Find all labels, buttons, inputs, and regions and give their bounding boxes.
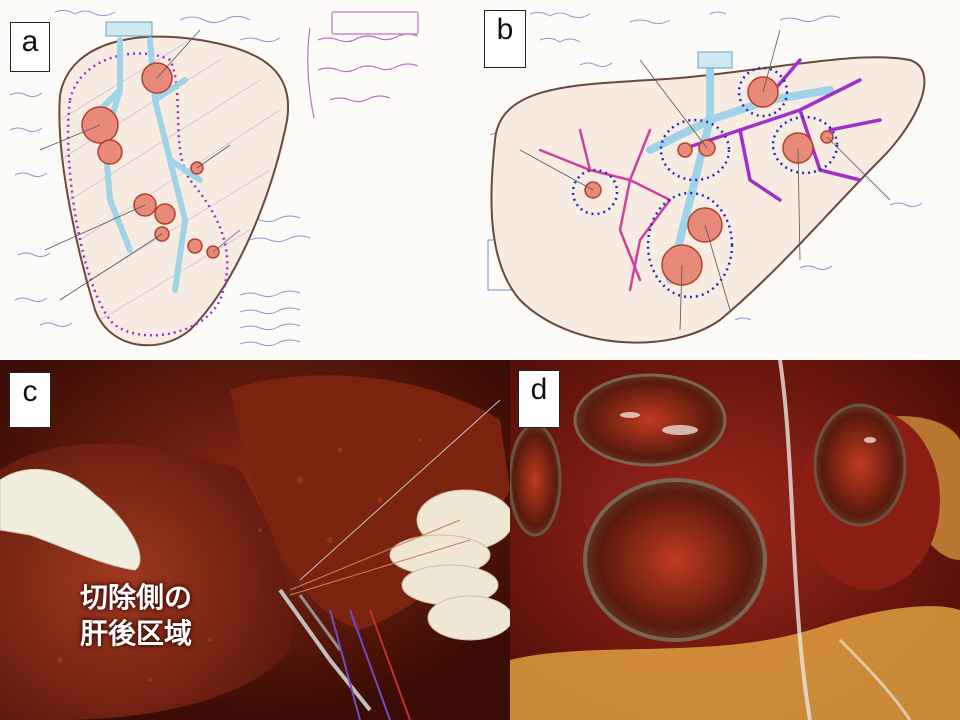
ivc-sketch-b <box>697 51 733 69</box>
dotted-outlines-b <box>571 66 839 299</box>
leader-lines-b <box>519 29 891 331</box>
gloved-hand-left <box>0 468 141 571</box>
panel-d-photo <box>510 360 960 720</box>
liver-outline-b <box>490 56 926 344</box>
tissue-texture <box>57 438 422 682</box>
panel-label-c: c <box>9 372 51 428</box>
surgical-photo-d <box>510 360 960 720</box>
surgical-instruments <box>278 399 501 720</box>
liver-sketch-b <box>487 11 926 344</box>
ivc-sketch <box>105 21 153 37</box>
panel-a-sketch <box>0 0 480 360</box>
resection-cavity-4 <box>510 423 562 537</box>
liver-outline <box>58 35 290 347</box>
tumors <box>81 62 220 259</box>
resection-cavity-3 <box>813 403 907 527</box>
panel-b-sketch <box>480 0 960 360</box>
photo-caption: 切除側の 肝後区域 <box>80 582 193 649</box>
panel-label-d: d <box>518 370 560 428</box>
panel-c-photo <box>0 360 510 720</box>
leader-lines <box>39 29 241 301</box>
panel-label-b: b <box>484 10 526 68</box>
note-box <box>307 11 419 119</box>
drainage-tube-2 <box>838 638 912 720</box>
panel-label-a: a <box>10 22 50 72</box>
gloved-hand-right <box>389 489 510 641</box>
portal-branches <box>538 128 672 292</box>
drainage-tube <box>778 360 812 720</box>
surgical-photo-c <box>0 360 510 720</box>
liver-sketch-a <box>9 9 419 347</box>
resection-cavity-1 <box>573 373 727 467</box>
fat-tissue <box>510 606 960 720</box>
specular-highlights <box>620 412 876 443</box>
resection-cavity-2 <box>583 478 767 642</box>
